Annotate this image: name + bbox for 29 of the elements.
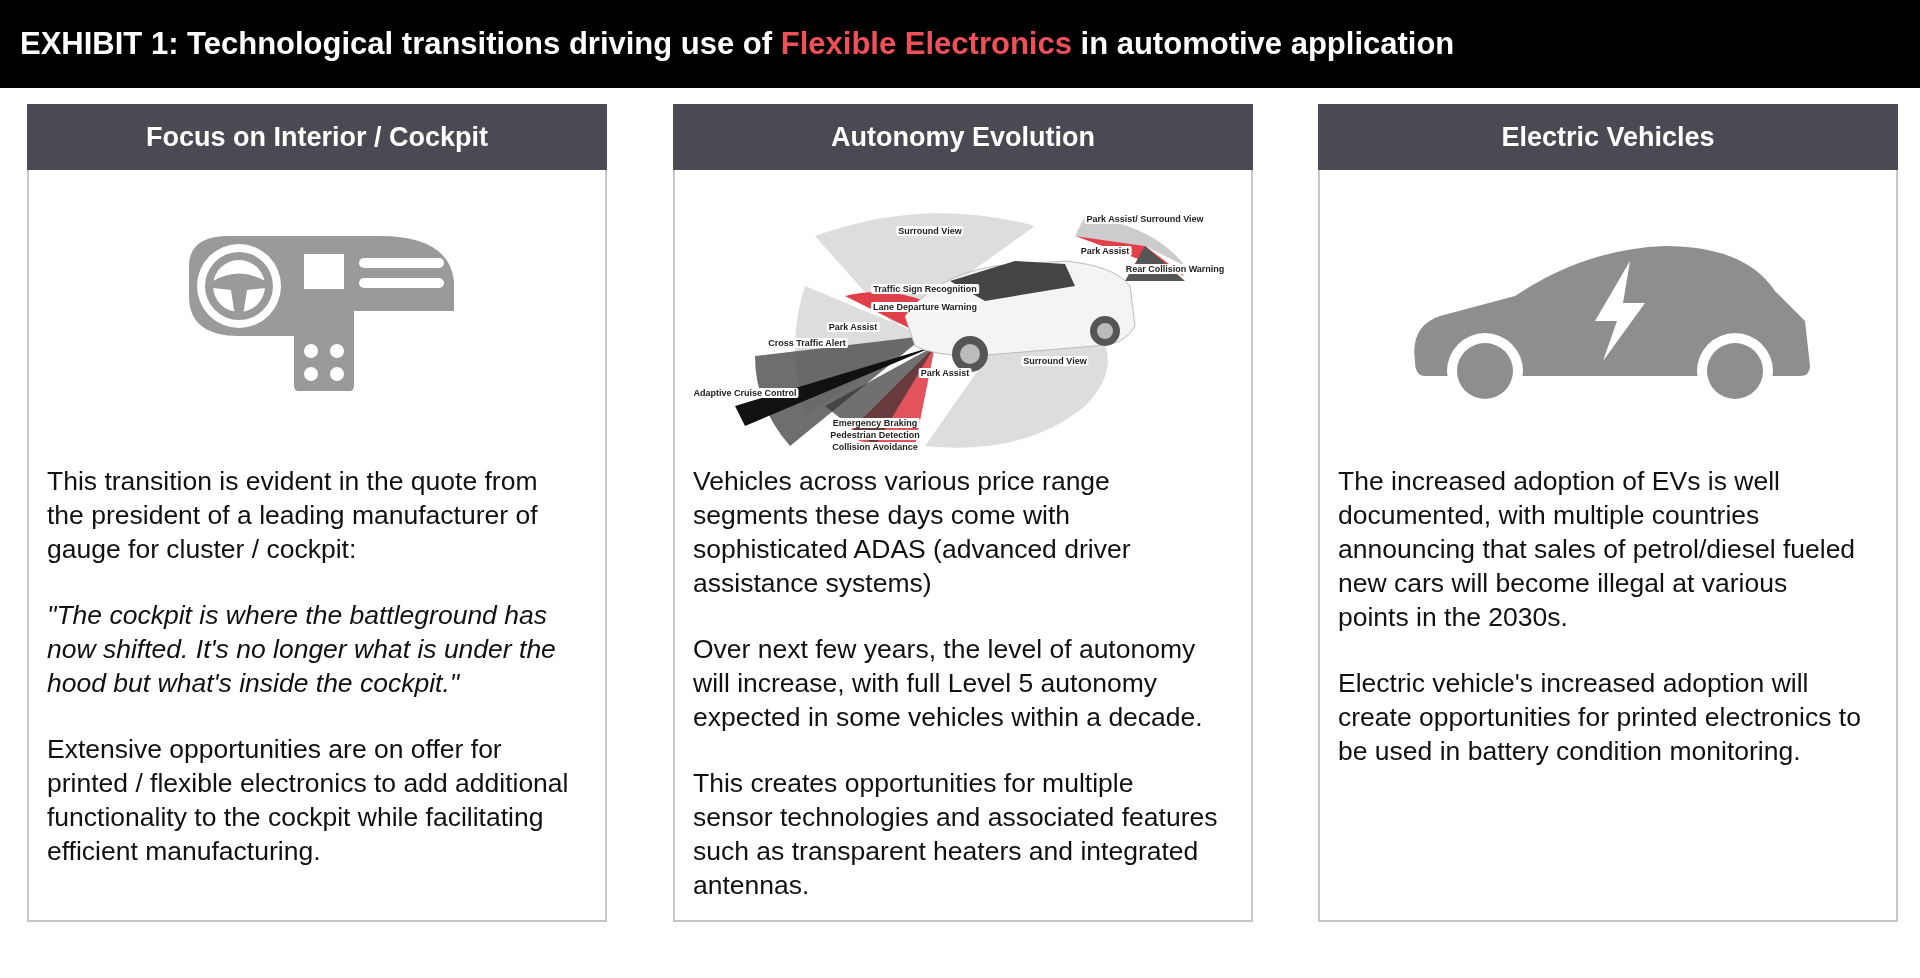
coverage-label: Traffic Sign Recognition (871, 284, 979, 294)
coverage-label: Emergency Braking (830, 418, 920, 428)
title-banner: EXHIBIT 1: Technological transitions driving use of Flexible Electronics in automotive application (0, 0, 1920, 88)
panel (27, 104, 607, 922)
coverage-label: Collision Avoidance (830, 442, 920, 452)
panel-heading: Autonomy Evolution (673, 104, 1253, 170)
coverage-label: Adaptive Cruise Control (691, 388, 799, 398)
paragraph: "The cockpit is where the battleground has now shifted. It's no longer what is under the hood but what's inside the cockpit." (47, 599, 557, 700)
coverage-label: Park Assist (1078, 246, 1132, 256)
coverage-label: Surround View (1021, 356, 1089, 366)
panel-heading: Focus on Interior / Cockpit (27, 104, 607, 170)
coverage-label: Park Assist (918, 368, 972, 378)
paragraph: Extensive opportunities are on offer for printed / flexible electronics to add additional functionality to the cockpit while facilitating efficient manufacturing. (47, 733, 570, 868)
paragraph: This transition is evident in the quote from the president of a leading manufacturer of gauge for cluster / cockpit: (47, 465, 539, 566)
coverage-label: Rear Collision Warning (1123, 264, 1227, 274)
coverage-label: Park Assist (826, 322, 880, 332)
coverage-label: Surround View (896, 226, 964, 236)
paragraph: Over next few years, the level of autonomy will increase, with full Level 5 autonomy expected in some vehicles within a decade. (693, 633, 1204, 734)
coverage-label: Cross Traffic Alert (766, 338, 848, 348)
paragraph: Vehicles across various price range segments these days come with sophisticated ADAS (advanced driver assistance systems) (693, 465, 1132, 600)
panel (1318, 104, 1898, 922)
coverage-label: Lane Departure Warning (870, 302, 980, 312)
paragraph: The increased adoption of EVs is well documented, with multiple countries announcing that sales of petrol/diesel fueled new cars will become illegal at various points in the 2030s. (1338, 465, 1857, 634)
paragraph: This creates opportunities for multiple sensor technologies and associated features such as transparent heaters and integrated antennas. (693, 767, 1218, 902)
coverage-label: Pedestrian Detection (828, 430, 922, 440)
coverage-label: Park Assist/ Surround View (1084, 214, 1206, 224)
panel (673, 104, 1253, 922)
panel-heading: Electric Vehicles (1318, 104, 1898, 170)
paragraph: Electric vehicle's increased adoption will create opportunities for printed electronics to be used in battery condition monitoring. (1338, 667, 1862, 768)
